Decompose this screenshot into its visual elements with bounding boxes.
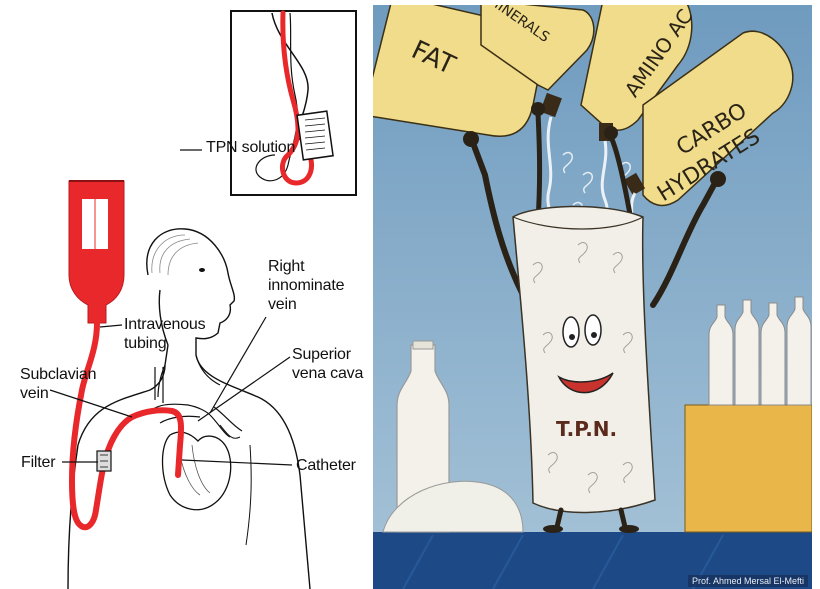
tpn-diagram-panel: TPN solution Right innominate vein Intra… [20,5,373,589]
tpn-poster-panel: FAT MINERALS AMINO AC CARBO HYDRATES T.P… [373,5,812,589]
label-superior-vena-cava: Superior vena cava [292,345,363,383]
tpn-bag-label: T.P.N. [556,417,617,441]
label-intravenous-tubing: Intravenous tubing [124,315,205,353]
label-subclavian-vein: Subclavian vein [20,365,96,403]
label-right-innominate-vein: Right innominate vein [268,257,344,314]
label-filter: Filter [21,453,55,472]
poster-credit: Prof. Ahmed Mersal El-Mefti [688,575,808,587]
tpn-poster-illustration [373,5,812,589]
label-tpn-solution: TPN solution [206,138,295,157]
label-catheter: Catheter [296,456,356,475]
